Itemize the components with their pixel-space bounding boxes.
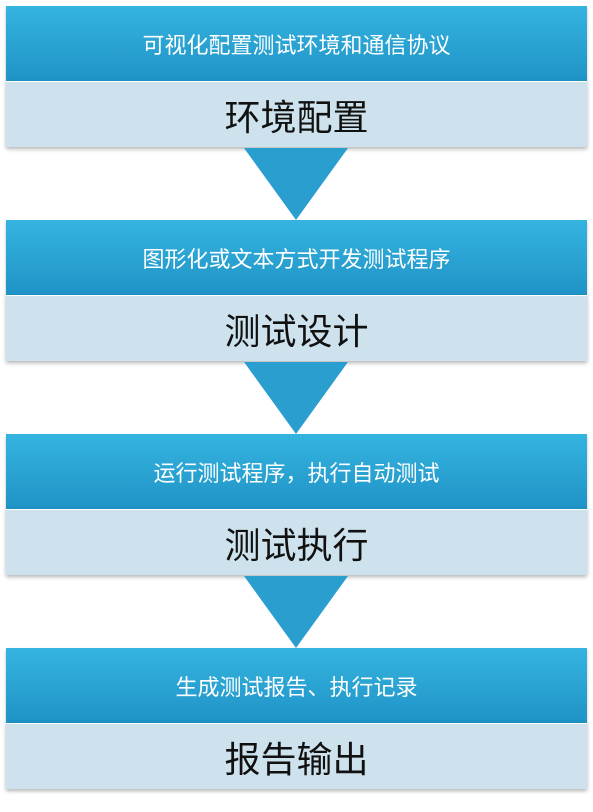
step-title: 测试执行 bbox=[6, 509, 587, 575]
down-arrow-icon bbox=[244, 576, 348, 648]
step-report-output: 生成测试报告、执行记录 报告输出 bbox=[6, 648, 587, 789]
step-description: 可视化配置测试环境和通信协议 bbox=[6, 6, 587, 81]
step-description: 生成测试报告、执行记录 bbox=[6, 648, 587, 723]
step-title: 环境配置 bbox=[6, 81, 587, 147]
step-description: 运行测试程序，执行自动测试 bbox=[6, 434, 587, 509]
step-title: 测试设计 bbox=[6, 295, 587, 361]
down-arrow-icon bbox=[244, 362, 348, 434]
step-test-execution: 运行测试程序，执行自动测试 测试执行 bbox=[6, 434, 587, 575]
step-title: 报告输出 bbox=[6, 723, 587, 789]
down-arrow-icon bbox=[244, 148, 348, 220]
step-description: 图形化或文本方式开发测试程序 bbox=[6, 220, 587, 295]
step-environment-config: 可视化配置测试环境和通信协议 环境配置 bbox=[6, 6, 587, 147]
step-test-design: 图形化或文本方式开发测试程序 测试设计 bbox=[6, 220, 587, 361]
